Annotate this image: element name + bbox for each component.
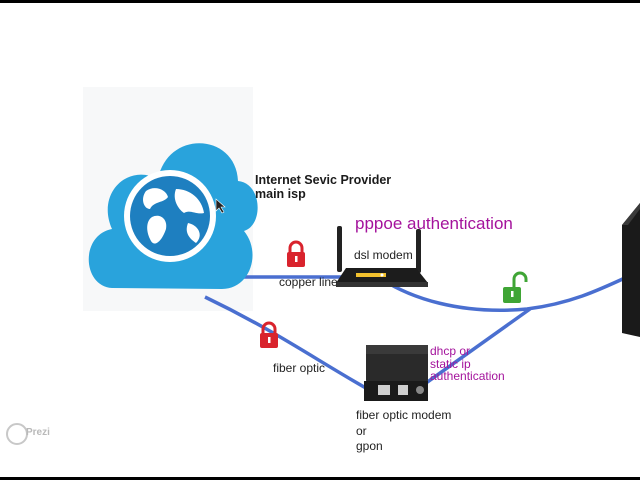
diagram-canvas: Internet Sevic Provider main isp pppoe a… <box>0 3 640 477</box>
fiber-optic-label: fiber optic <box>273 361 326 375</box>
fom-line3: gpon <box>356 439 383 454</box>
copper-line-label: copper line <box>279 275 338 289</box>
network-diagram <box>83 87 640 401</box>
fiber-optic-modem-label: fiber optic modem or gpon <box>356 408 451 455</box>
padlock-closed-icon <box>260 321 278 348</box>
mouse-cursor-icon <box>215 198 226 214</box>
fom-line2: or <box>356 423 367 438</box>
dhcp-line1: dhcp or <box>430 344 471 358</box>
fom-line1: fiber optic modem <box>356 408 452 422</box>
fiber-modem-icon <box>364 345 428 401</box>
dhcp-line2: static ip <box>430 356 471 371</box>
dsl-router-icon <box>336 226 428 287</box>
server-tower-icon <box>622 203 640 337</box>
dsl-modem-label: dsl modem <box>354 248 413 262</box>
pppoe-authentication-label: pppoe authentication <box>355 214 513 233</box>
prezi-logo-icon <box>6 423 28 445</box>
isp-label-line2: main isp <box>255 187 306 202</box>
isp-label: Internet Sevic Provider main isp <box>255 173 391 202</box>
fiber-modem-to-server-connection <box>410 307 532 395</box>
fiber-optic-connection <box>204 295 381 398</box>
padlock-open-icon <box>503 271 528 303</box>
prezi-watermark: Prezi <box>26 427 50 438</box>
dhcp-authentication-label: dhcp or static ip authentication <box>430 345 505 383</box>
dhcp-line3: authentication <box>430 369 505 384</box>
isp-label-line1: Internet Sevic Provider <box>255 173 392 187</box>
cloud-globe-icon <box>88 143 258 289</box>
padlock-closed-icon <box>287 240 305 267</box>
dsl-to-server-connection <box>379 269 640 312</box>
